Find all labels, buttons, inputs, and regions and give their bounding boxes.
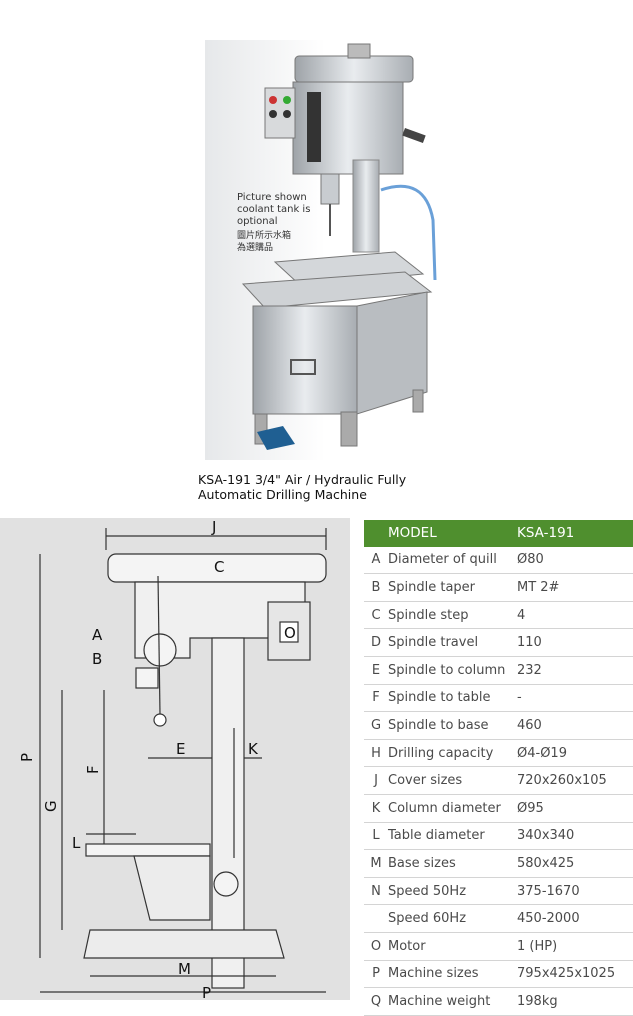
spec-code: F bbox=[364, 684, 388, 713]
spec-value: 340x340 bbox=[517, 822, 633, 851]
technical-drawing-panel: J C A B O E K F P G L M P bbox=[0, 518, 350, 1000]
photo-note-zh-2: 為選購品 bbox=[237, 241, 273, 253]
spec-value: 795x425x1025 bbox=[517, 960, 633, 989]
dim-label-m: M bbox=[178, 960, 191, 978]
dim-label-j: J bbox=[211, 518, 216, 536]
spec-code: C bbox=[364, 601, 388, 630]
photo-note-en-1: Picture shown bbox=[237, 192, 307, 203]
dim-label-c: C bbox=[214, 558, 224, 576]
spec-code: A bbox=[364, 546, 388, 575]
spec-value: 1 (HP) bbox=[517, 932, 633, 961]
spec-label: Machine weight bbox=[388, 987, 517, 1016]
spec-value: 580x425 bbox=[517, 849, 633, 878]
dim-label-p-horizontal: P bbox=[202, 984, 211, 1000]
spec-value: 110 bbox=[517, 628, 633, 657]
photo-note-en-2: coolant tank is bbox=[237, 204, 310, 215]
spec-header-row: MODEL KSA-191 bbox=[364, 520, 633, 547]
spec-label: Base sizes bbox=[388, 849, 517, 878]
spec-code: Q bbox=[364, 987, 388, 1016]
spec-value: Ø4-Ø19 bbox=[517, 739, 633, 768]
spec-label: Spindle step bbox=[388, 601, 517, 630]
spec-label: Speed 50Hz bbox=[388, 877, 517, 906]
caption-line-2: Automatic Drilling Machine bbox=[198, 487, 367, 502]
spec-code: E bbox=[364, 656, 388, 685]
spec-code: H bbox=[364, 739, 388, 768]
dim-label-l: L bbox=[72, 834, 81, 852]
spec-code: G bbox=[364, 711, 388, 740]
spec-code: D bbox=[364, 628, 388, 657]
photo-note-en-3: optional bbox=[237, 216, 278, 227]
spec-code: K bbox=[364, 794, 388, 823]
spec-value: Ø80 bbox=[517, 546, 633, 575]
spec-code: M bbox=[364, 849, 388, 878]
spec-label: Column diameter bbox=[388, 794, 517, 823]
spec-label: Spindle taper bbox=[388, 573, 517, 602]
spec-value: 375-1670 bbox=[517, 877, 633, 906]
dim-label-p-vertical: P bbox=[18, 753, 36, 762]
spec-label: Cover sizes bbox=[388, 766, 517, 795]
spec-code: L bbox=[364, 822, 388, 851]
spec-value: 4 bbox=[517, 601, 633, 630]
dim-label-a: A bbox=[92, 626, 103, 644]
photo-note-zh-1: 圖片所示水箱 bbox=[237, 229, 291, 241]
spec-value: - bbox=[517, 684, 633, 713]
dim-label-g: G bbox=[42, 800, 60, 812]
spec-header-label: MODEL bbox=[388, 520, 517, 547]
spec-label: Speed 60Hz bbox=[388, 904, 517, 933]
spec-value: 720x260x105 bbox=[517, 766, 633, 795]
spec-code: O bbox=[364, 932, 388, 961]
dim-label-b: B bbox=[92, 650, 102, 668]
caption-line-1: KSA-191 3/4" Air / Hydraulic Fully bbox=[198, 472, 407, 487]
spec-code: J bbox=[364, 766, 388, 795]
spec-label: Drilling capacity bbox=[388, 739, 517, 768]
product-photo: Picture shown coolant tank is optional 圖… bbox=[205, 40, 445, 460]
product-caption: KSA-191 3/4" Air / Hydraulic Fully Autom… bbox=[198, 472, 458, 502]
dim-label-o: O bbox=[284, 624, 296, 642]
spec-value: 198kg bbox=[517, 987, 633, 1016]
spec-value: Ø95 bbox=[517, 794, 633, 823]
spec-header-value: KSA-191 bbox=[517, 520, 633, 547]
spec-label: Motor bbox=[388, 932, 517, 961]
spec-code: B bbox=[364, 573, 388, 602]
spec-value: 460 bbox=[517, 711, 633, 740]
dim-label-f: F bbox=[84, 765, 102, 774]
spec-label: Spindle to base bbox=[388, 711, 517, 740]
technical-drawing: J C A B O E K F P G L M P bbox=[18, 518, 327, 1000]
spec-code: P bbox=[364, 960, 388, 989]
spec-value: 450-2000 bbox=[517, 904, 633, 933]
spec-label: Spindle to column bbox=[388, 656, 517, 685]
spec-value: 232 bbox=[517, 656, 633, 685]
spec-label: Diameter of quill bbox=[388, 546, 517, 575]
dim-label-e: E bbox=[176, 740, 185, 758]
spec-label: Spindle travel bbox=[388, 628, 517, 657]
spec-value: MT 2# bbox=[517, 573, 633, 602]
spec-code bbox=[364, 904, 388, 933]
dim-label-k: K bbox=[248, 740, 259, 758]
spec-code: N bbox=[364, 877, 388, 906]
spec-label: Spindle to table bbox=[388, 684, 517, 713]
drilling-machine-photo: Picture shown coolant tank is optional 圖… bbox=[205, 40, 437, 460]
spec-label: Machine sizes bbox=[388, 960, 517, 989]
spec-label: Table diameter bbox=[388, 822, 517, 851]
